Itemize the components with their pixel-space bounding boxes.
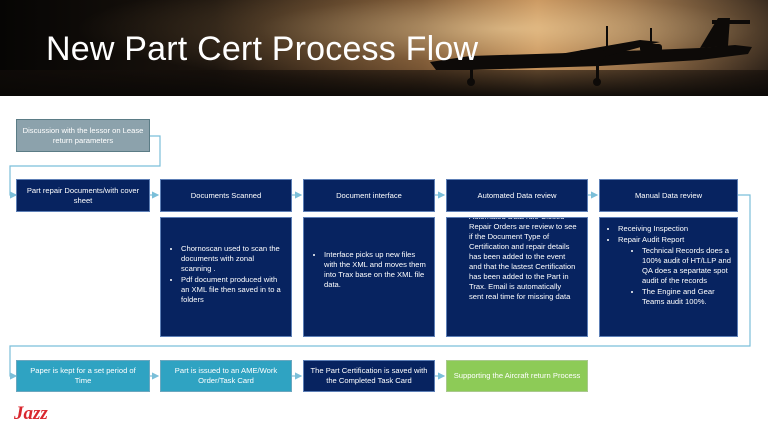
interface-item: Interface picks up new files with the XM…	[324, 250, 426, 290]
step-supporting-aircraft-return: Supporting the Aircraft return Process	[446, 360, 588, 392]
manual-sublist: Technical Records does a 100% audit of H…	[602, 246, 731, 307]
scanned-item: Chornoscan used to scan the documents wi…	[181, 244, 283, 274]
detail-automated-data-review: Automated Data rule Closed Repair Orders…	[446, 217, 588, 337]
step-repair-documents-text: Part repair Documents/with cover sheet	[26, 185, 140, 205]
step-paper-kept: Paper is kept for a set period of Time	[16, 360, 150, 392]
manual-subitem: Technical Records does a 100% audit of H…	[642, 246, 731, 286]
arrow-start-to-repair-docs	[9, 135, 161, 199]
step-automated-data-review: Automated Data review	[446, 179, 588, 212]
automated-text: Automated Data rule Closed Repair Orders…	[469, 218, 577, 301]
interface-list: Interface picks up new files with the XM…	[308, 250, 426, 290]
step-manual-data-review: Manual Data review	[599, 179, 738, 212]
start-discussion-text: Discussion with the lessor on Lease retu…	[22, 125, 144, 145]
manual-item: Repair Audit Report	[618, 235, 731, 245]
manual-list: Receiving Inspection Repair Audit Report	[602, 224, 731, 245]
detail-manual-data-review: Receiving Inspection Repair Audit Report…	[599, 217, 738, 337]
step-certification-saved-text: The Part Certification is saved with the…	[310, 366, 428, 385]
arrow-manual-to-paper	[9, 194, 751, 380]
step-paper-kept-text: Paper is kept for a set period of Time	[30, 366, 136, 385]
step-supporting-aircraft-return-text: Supporting the Aircraft return Process	[453, 371, 581, 380]
detail-documents-scanned: Chornoscan used to scan the documents wi…	[160, 217, 292, 337]
step-document-interface: Document interface	[303, 179, 435, 212]
tarmac	[0, 70, 768, 96]
slide-title: New Part Cert Process Flow	[46, 30, 479, 68]
step-repair-documents: Part repair Documents/with cover sheet	[16, 179, 150, 212]
step-document-interface-text: Document interface	[336, 190, 402, 200]
detail-document-interface: Interface picks up new files with the XM…	[303, 217, 435, 337]
step-automated-data-review-text: Automated Data review	[477, 190, 557, 200]
manual-subitem: The Engine and Gear Teams audit 100%.	[642, 287, 731, 307]
aircraft-silhouette-icon	[430, 18, 752, 86]
step-documents-scanned-text: Documents Scanned	[190, 190, 262, 200]
jazz-logo: Jazz	[13, 403, 48, 424]
scanned-list: Chornoscan used to scan the documents wi…	[165, 244, 283, 305]
header-banner: New Part Cert Process Flow	[0, 0, 768, 96]
step-part-issued-text: Part is issued to an AME/Work Order/Task…	[174, 366, 278, 385]
step-part-issued: Part is issued to an AME/Work Order/Task…	[160, 360, 292, 392]
manual-item: Receiving Inspection	[618, 224, 731, 234]
step-documents-scanned: Documents Scanned	[160, 179, 292, 212]
start-discussion-box: Discussion with the lessor on Lease retu…	[16, 119, 150, 152]
step-certification-saved: The Part Certification is saved with the…	[303, 360, 435, 392]
jazz-logo-text: Jazz	[13, 403, 48, 424]
step-manual-data-review-text: Manual Data review	[634, 190, 703, 200]
scanned-item: Pdf document produced with an XML file t…	[181, 275, 283, 305]
